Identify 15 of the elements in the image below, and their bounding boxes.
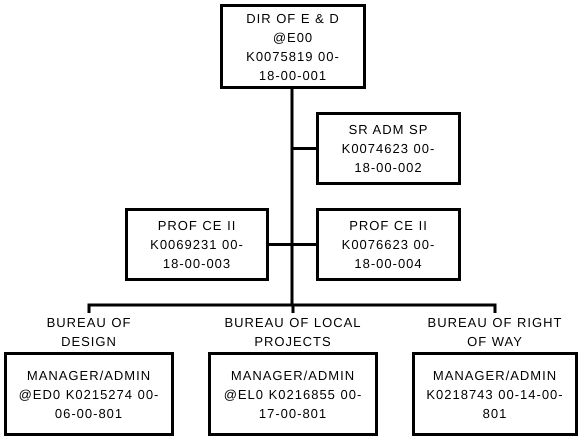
position-text: DIR OF E & D @E00 K0075819 00-18-00-001 [245, 10, 341, 84]
position-box [125, 208, 269, 281]
position-text: PROF CE II K0069231 00-18-00-003 [149, 217, 245, 273]
position-box [316, 208, 461, 281]
position-text: MANAGER/ADMIN @EL0 K0216855 00-17-00-801 [222, 366, 364, 422]
position-text: SR ADM SP K0074623 00-18-00-002 [340, 121, 436, 177]
position-text: PROF CE II K0076623 00-18-00-004 [340, 217, 436, 273]
unit-heading: BUREAU OF LOCAL PROJECTS [223, 314, 363, 351]
connector-line [290, 89, 496, 313]
position-text: MANAGER/ADMIN @ED0 K0215274 00-06-00-801 [18, 366, 160, 422]
unit-heading: BUREAU OF DESIGN [46, 314, 132, 351]
position-box [316, 112, 461, 185]
position-text: MANAGER/ADMIN K0218743 00-14-00-801 [425, 366, 565, 422]
unit-heading: BUREAU OF RIGHT OF WAY [426, 314, 564, 351]
position-box [220, 4, 366, 89]
